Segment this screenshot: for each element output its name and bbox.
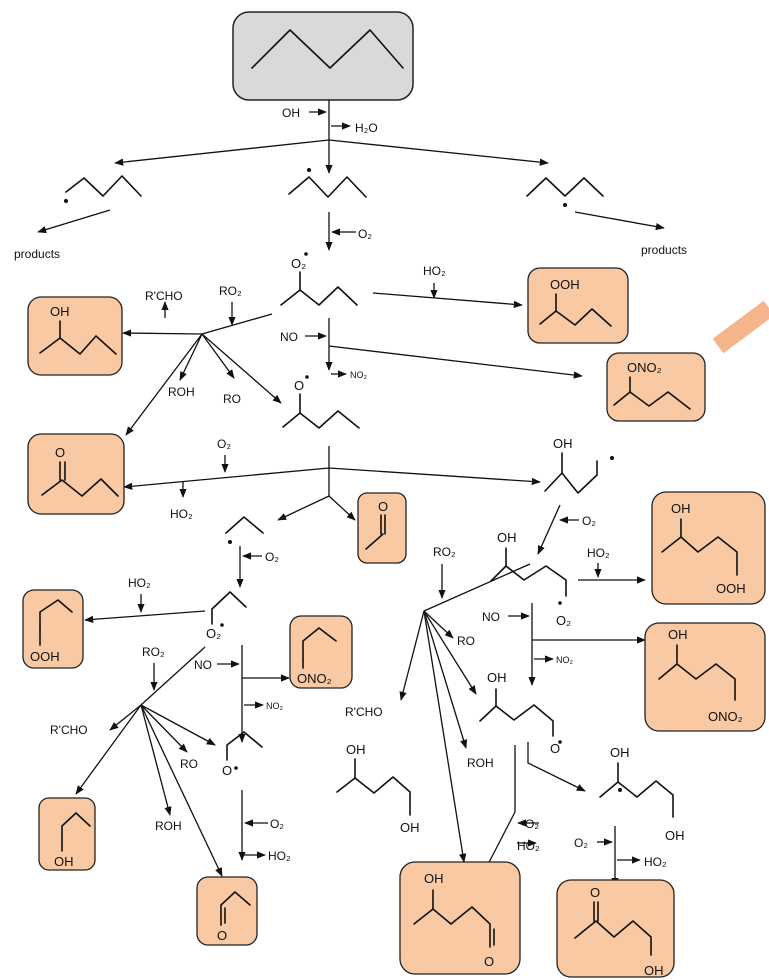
hydroxy-pentoxy-radical bbox=[479, 704, 554, 737]
ho2-label-7: HO₂ bbox=[644, 855, 667, 869]
oh-label-r1: OH bbox=[553, 436, 573, 451]
oh-label-box-1: OH bbox=[50, 304, 70, 319]
product-box-2-pentanone: O bbox=[27, 433, 125, 515]
ooh-label-2: OOH bbox=[30, 649, 60, 664]
products-left-label: products bbox=[14, 247, 60, 261]
oh-label-r3: OH bbox=[487, 670, 507, 685]
ho2-label-4: HO₂ bbox=[268, 849, 291, 863]
product-box-hydroxy-pentanal: OH O bbox=[399, 861, 521, 975]
reactant-pentane-box bbox=[232, 11, 414, 101]
no-label-1: NO bbox=[280, 330, 298, 344]
ro-label-3: RO bbox=[457, 634, 475, 648]
ono2-label-2: ONO₂ bbox=[297, 671, 332, 686]
product-box-2-pentanol: OH bbox=[27, 296, 123, 376]
product-box-2-pentyl-nitrate: ONO₂ bbox=[606, 352, 706, 422]
o2-label: O₂ bbox=[358, 227, 372, 241]
rcho-label-2: R'CHO bbox=[50, 723, 88, 737]
ho2-label-3: HO₂ bbox=[128, 576, 151, 590]
product-box-hydroxy-pentanone: O OH bbox=[556, 879, 675, 978]
o2-radical-label-3: O₂ bbox=[556, 613, 571, 628]
oh-label: OH bbox=[282, 106, 300, 120]
propoxy-radical bbox=[226, 731, 263, 761]
ro-label-2: RO bbox=[180, 757, 198, 771]
no-label-2: NO bbox=[194, 658, 212, 672]
oh-label-box-4: OH bbox=[668, 627, 688, 642]
roh-label-2: ROH bbox=[155, 819, 182, 833]
product-box-hydroxy-nitrate: OH ONO₂ bbox=[644, 622, 766, 732]
no2-label-1: NO₂ bbox=[350, 370, 368, 380]
oh-label-box-2: OH bbox=[54, 854, 74, 869]
o2-label-2: O₂ bbox=[217, 437, 231, 451]
o2-radical-label-2: O₂ bbox=[206, 626, 221, 641]
propyl-radical bbox=[225, 516, 264, 534]
pentylperoxy-radical bbox=[280, 286, 358, 306]
highlight-stroke bbox=[712, 300, 769, 354]
o-label-aldehyde-3: O bbox=[484, 954, 494, 969]
oh-label-diol-2: OH bbox=[400, 820, 420, 835]
rcho-label-3: R'CHO bbox=[345, 705, 383, 719]
pentyl-radical-2 bbox=[288, 176, 367, 198]
roh-label-3: ROH bbox=[467, 756, 494, 770]
oh-label-box-5: OH bbox=[424, 871, 444, 886]
o-label-aldehyde-1: O bbox=[378, 499, 388, 514]
o2-radical-label: O₂ bbox=[291, 256, 306, 271]
o-label-aldehyde-2: O bbox=[217, 928, 227, 943]
hydroxy-pentylperoxy-radical bbox=[490, 565, 567, 597]
o-label-ketone-2: O bbox=[590, 885, 600, 900]
oh-label-r4: OH bbox=[610, 745, 630, 760]
o2-label-3: O₂ bbox=[265, 550, 279, 564]
pentoxy-radical bbox=[282, 410, 360, 429]
ooh-label-1: OOH bbox=[550, 277, 580, 292]
ho2-label-1: HO₂ bbox=[423, 264, 446, 278]
no2-label-2: NO₂ bbox=[266, 701, 284, 711]
product-box-propyl-hydroperoxide: OOH bbox=[22, 589, 84, 669]
rcho-label-1: R'CHO bbox=[145, 289, 183, 303]
product-box-hydroxy-hydroperoxide: OH OOH bbox=[651, 491, 766, 605]
oh-label-box-6: OH bbox=[644, 963, 664, 978]
roh-label-1: ROH bbox=[168, 385, 195, 399]
oh-label-r2: OH bbox=[497, 530, 517, 545]
propylperoxy-radical bbox=[211, 591, 247, 610]
ooh-label-3: OOH bbox=[716, 581, 746, 596]
no2-label-3: NO₂ bbox=[556, 655, 574, 665]
o2-label-4: O₂ bbox=[270, 817, 284, 831]
ho2-label-2: HO₂ bbox=[170, 507, 193, 521]
ro2-label-1: RO₂ bbox=[219, 284, 242, 298]
oh-label-diol-1: OH bbox=[346, 742, 366, 757]
dihydroxy-pentyl-radical bbox=[599, 780, 674, 818]
products-right-label: products bbox=[641, 243, 687, 257]
product-box-propanol: OH bbox=[38, 797, 96, 871]
product-box-2-pentyl-hydroperoxide: OOH bbox=[527, 267, 629, 344]
ono2-label-3: ONO₂ bbox=[708, 709, 743, 724]
no-label-3: NO bbox=[482, 610, 500, 624]
ho2-label-5: HO₂ bbox=[587, 546, 610, 560]
ho2-label-6: HO₂ bbox=[517, 839, 540, 853]
o-label-ketone-1: O bbox=[55, 445, 65, 460]
pentyl-radical-3 bbox=[526, 177, 604, 197]
product-box-acetaldehyde: O bbox=[357, 492, 407, 564]
o2-label-7: O₂ bbox=[574, 836, 588, 850]
product-box-propyl-nitrate: ONO₂ bbox=[289, 615, 353, 689]
o2-label-6: O₂ bbox=[525, 817, 539, 831]
o-radical-label-1: O bbox=[294, 378, 304, 393]
h2o-label: H₂O bbox=[355, 121, 378, 135]
product-box-propanal: O bbox=[196, 876, 258, 946]
ro2-label-2: RO₂ bbox=[142, 645, 165, 659]
ro2-label-3: RO₂ bbox=[433, 545, 456, 559]
hydroxy-pentyl-radical bbox=[544, 460, 598, 494]
o-radical-label-3: O bbox=[550, 741, 560, 756]
oh-label-r5: OH bbox=[665, 828, 685, 843]
o2-label-5: O₂ bbox=[582, 514, 596, 528]
ro-label-1: RO bbox=[223, 392, 241, 406]
pentyl-radical-1 bbox=[65, 175, 142, 197]
oh-label-box-3: OH bbox=[671, 501, 691, 516]
pentanediol bbox=[336, 776, 411, 816]
o-radical-label-2: O bbox=[222, 763, 232, 778]
ono2-label-1: ONO₂ bbox=[627, 360, 662, 375]
